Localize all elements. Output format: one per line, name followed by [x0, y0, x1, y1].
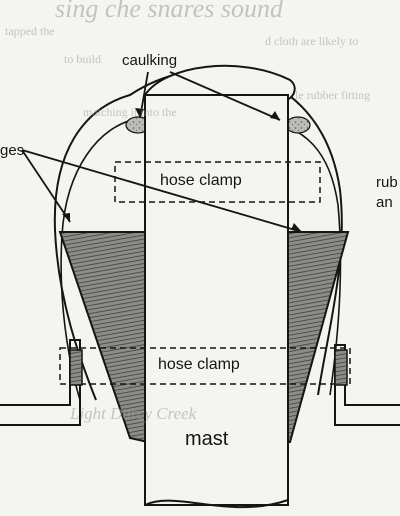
background-bottom-heading: Light Darcy Creek: [70, 404, 197, 423]
hose-clamp-upper-box: [152, 168, 262, 196]
clamp-block-right: [334, 349, 348, 386]
background-line-left-3: matching it into the: [83, 105, 177, 119]
hose-clamp-lower-outline: [59, 347, 351, 385]
background-line-right-1: d cloth are likely to: [265, 34, 359, 48]
hose-clamp-lower-label: hose clamp: [158, 356, 240, 373]
caulking-label: caulking: [122, 52, 178, 69]
arrows: [21, 71, 303, 233]
mast-label: mast: [185, 428, 229, 450]
hose-clamp-upper-outline: [114, 161, 321, 203]
mast-bottom: [144, 499, 289, 509]
caulking-right: [285, 116, 311, 134]
background-line-left-1: to build: [64, 52, 102, 66]
deck-left: [0, 339, 81, 426]
wedges-label-cut: ges: [0, 142, 25, 159]
background-line-left-2: tapped the: [5, 24, 55, 38]
background-heading: sing che snares sound: [55, 0, 283, 23]
arrowheads: [62, 108, 302, 232]
rubber-label-cut: rub: [376, 174, 398, 191]
mast-top: [144, 64, 296, 101]
background-line-right-2: le rubber fitting: [295, 88, 371, 102]
deck-right: [334, 344, 400, 426]
and-label-cut: an: [376, 194, 393, 211]
wedge-right: [287, 231, 350, 443]
clamp-block-left: [69, 349, 83, 386]
mast-body: [144, 94, 289, 506]
hose-clamp-upper-label: hose clamp: [160, 172, 242, 189]
